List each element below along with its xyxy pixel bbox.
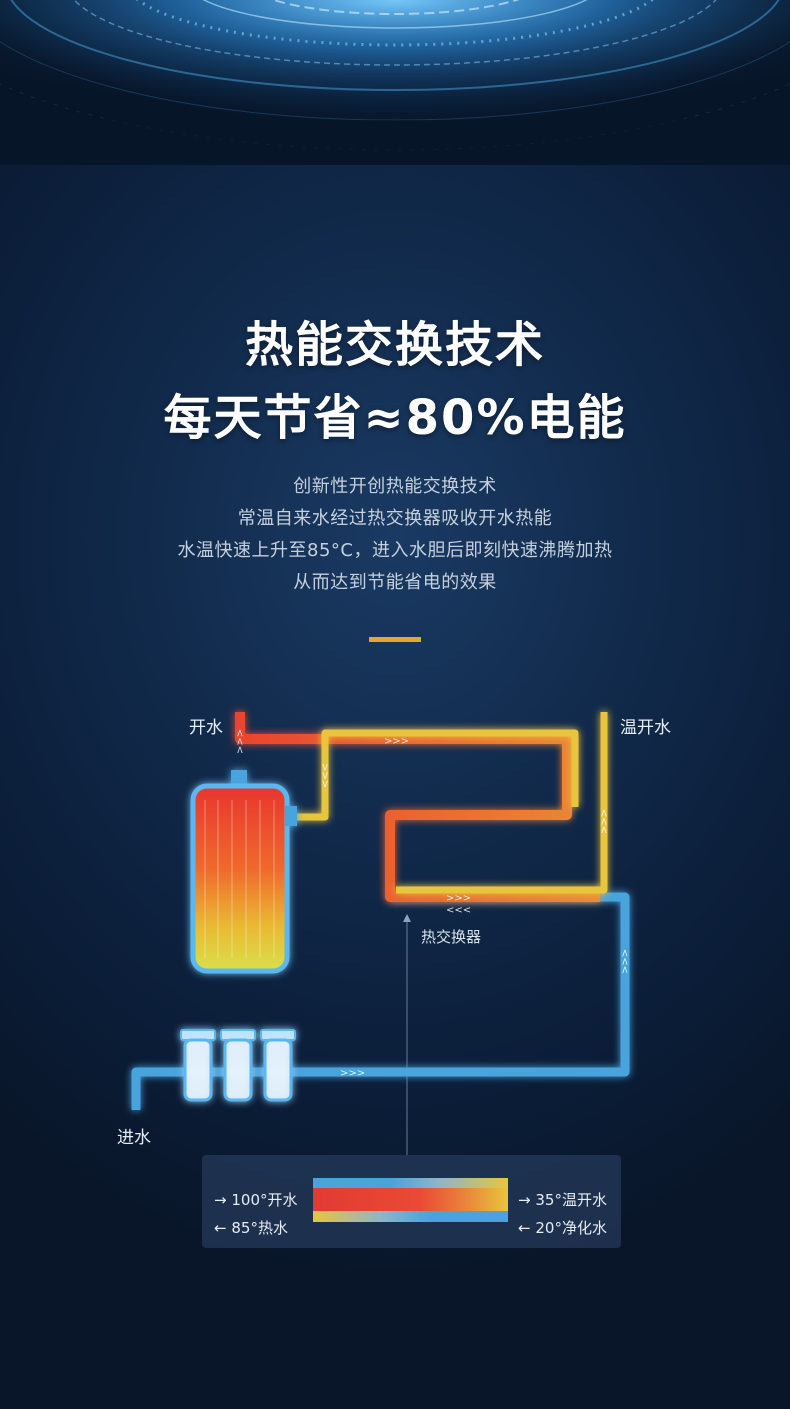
flow-arrow-up-icon: >>> xyxy=(620,949,631,974)
legend-item-20-purified: ← 20°净化水 xyxy=(518,1217,607,1238)
headline-line-2: 每天节省≈80%电能 xyxy=(163,390,627,446)
flow-arrow-right-icon: >>> xyxy=(340,1068,365,1079)
flow-arrows: >>> >>> <<< >>> >>> >>> >>> >>> xyxy=(235,729,631,1079)
description-line-3: 水温快速上升至85°C，进入水胆后即刻快速沸腾加热 xyxy=(177,540,613,561)
arrow-left-icon: ← xyxy=(518,1219,531,1237)
filter-cartridges xyxy=(180,1029,296,1102)
legend-label: 100°开水 xyxy=(231,1191,298,1209)
legend-gradient-bars xyxy=(313,1178,508,1222)
headline-line-1: 热能交换技术 xyxy=(244,317,545,373)
legend-item-85-hot: ← 85°热水 xyxy=(214,1217,288,1238)
legend-item-35-warm: → 35°温开水 xyxy=(518,1189,607,1210)
label-water-inlet: 进水 xyxy=(117,1128,151,1148)
arrow-left-icon: ← xyxy=(214,1219,227,1237)
legend-label: 85°热水 xyxy=(231,1219,288,1237)
hot-exchanger-pipe xyxy=(235,712,600,902)
flow-arrow-up-icon: >>> xyxy=(599,809,610,834)
flow-arrow-right-icon: >>> xyxy=(384,736,409,747)
flow-arrow-left-icon: <<< xyxy=(446,905,471,916)
label-warm-water: 温开水 xyxy=(620,718,671,738)
filter-cartridge xyxy=(220,1029,256,1102)
filter-cartridge xyxy=(180,1029,216,1102)
legend-item-100-boiling: → 100°开水 xyxy=(214,1189,298,1210)
flow-arrow-down-icon: >>> xyxy=(319,763,330,788)
filter-cartridge xyxy=(260,1029,296,1102)
label-heat-exchanger: 热交换器 xyxy=(421,928,482,946)
description-line-2: 常温自来水经过热交换器吸收开水热能 xyxy=(237,508,553,529)
flow-arrow-up-icon: >>> xyxy=(235,729,246,754)
legend-label: 35°温开水 xyxy=(535,1191,607,1209)
arrow-right-icon: → xyxy=(518,1191,531,1209)
tech-rings-graphic xyxy=(0,0,790,165)
temperature-legend: → 100°开水 ← 85°热水 → 35°温开水 ← 20°净化水 xyxy=(202,1155,621,1248)
tech-banner xyxy=(0,0,790,165)
description-line-4: 从而达到节能省电的效果 xyxy=(293,572,497,593)
description-line-1: 创新性开创热能交换技术 xyxy=(293,476,497,497)
arrow-right-icon: → xyxy=(214,1191,227,1209)
warm-pipe xyxy=(290,712,608,894)
accent-divider xyxy=(369,637,421,642)
legend-label: 20°净化水 xyxy=(535,1219,607,1237)
flow-arrow-right-icon: >>> xyxy=(446,893,471,904)
label-boiling-water: 开水 xyxy=(189,718,223,738)
exchanger-pointer-arrow xyxy=(403,914,411,922)
water-tank xyxy=(190,770,297,974)
